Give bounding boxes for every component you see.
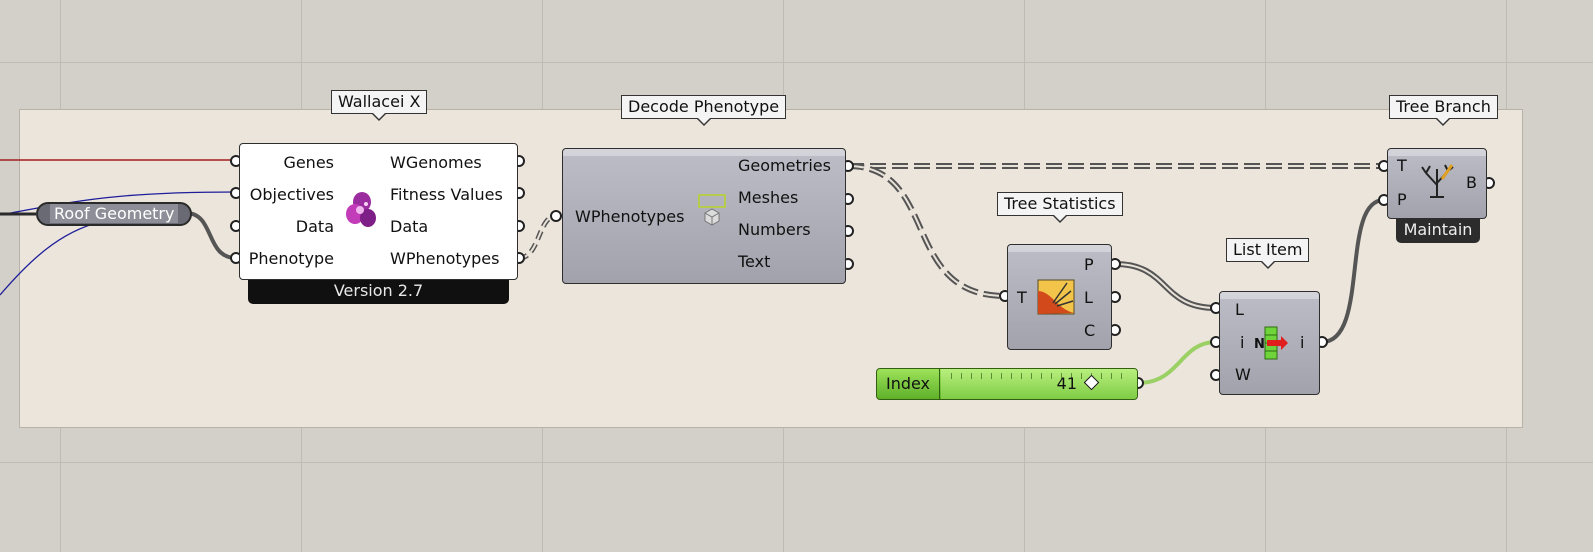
decode-cube-icon: [698, 194, 726, 226]
wire-item-branch: [1321, 198, 1385, 344]
tree-branch-input-t[interactable]: T: [1397, 156, 1407, 175]
index-slider-label: Index: [877, 369, 940, 399]
decode-output-meshes[interactable]: Meshes: [738, 188, 799, 207]
wire-geometries-stats: [847, 163, 1006, 299]
wallacei-output-wgenomes[interactable]: WGenomes: [390, 153, 482, 172]
wire-wphenotypes: [518, 213, 557, 261]
tree-statistics-tag: Tree Statistics: [997, 192, 1123, 223]
wallacei-output-data[interactable]: Data: [390, 217, 429, 236]
grid-line: [0, 462, 1593, 463]
decode-output-geometries[interactable]: Geometries: [738, 156, 831, 175]
grid-line: [0, 62, 1593, 63]
wire-roof-phenotype: [185, 211, 237, 260]
decode-tag: Decode Phenotype: [621, 95, 787, 126]
list-item-input-w[interactable]: W: [1235, 365, 1251, 384]
decode-output-numbers[interactable]: Numbers: [738, 220, 811, 239]
tree-branch-input-p[interactable]: P: [1397, 190, 1407, 209]
wallacei-input-objectives[interactable]: Objectives: [249, 185, 334, 204]
index-slider-value: 41: [1056, 374, 1077, 393]
wallacei-tag: Wallacei X: [331, 90, 428, 121]
tree-statistics-input-t[interactable]: T: [1017, 288, 1027, 307]
slider-ticks: [951, 373, 1127, 379]
index-slider-track[interactable]: 41: [941, 369, 1137, 399]
decode-phenotype-component[interactable]: WPhenotypes Geometries Meshes Numbers Te…: [562, 148, 846, 284]
wire-data-in: [0, 221, 101, 296]
roof-geometry-param[interactable]: Roof Geometry: [36, 202, 193, 226]
list-item-input-l[interactable]: L: [1235, 300, 1244, 319]
list-item-output-i[interactable]: i: [1300, 333, 1305, 352]
roof-geometry-label: Roof Geometry: [50, 204, 179, 223]
wallacei-input-data[interactable]: Data: [295, 217, 334, 236]
tree-statistics-icon: [1037, 279, 1075, 315]
tree-branch-component[interactable]: T P B: [1387, 148, 1487, 219]
svg-text:N: N: [1254, 337, 1265, 352]
list-item-icon: N: [1254, 326, 1288, 360]
tree-statistics-component[interactable]: T P L C: [1007, 244, 1112, 350]
tree-branch-icon: [1421, 164, 1454, 198]
list-item-component[interactable]: L i W i N: [1219, 291, 1320, 395]
decode-input-wphenotypes[interactable]: WPhenotypes: [575, 207, 685, 226]
list-item-input-i[interactable]: i: [1240, 333, 1245, 352]
wire-objectives: [0, 191, 237, 216]
index-number-slider[interactable]: Index 41: [876, 368, 1138, 400]
wallacei-input-genes[interactable]: Genes: [283, 153, 334, 172]
tree-statistics-output-p[interactable]: P: [1084, 255, 1094, 274]
wallacei-output-wphenotypes[interactable]: WPhenotypes: [390, 249, 500, 268]
tree-statistics-output-c[interactable]: C: [1084, 321, 1096, 340]
tree-branch-maintain-footer: Maintain: [1396, 219, 1480, 243]
wallacei-input-phenotype[interactable]: Phenotype: [248, 249, 334, 268]
list-item-tag: List Item: [1226, 238, 1310, 269]
wallacei-component[interactable]: Genes Objectives Data Phenotype WGenomes…: [239, 143, 518, 280]
wallacei-output-fitness[interactable]: Fitness Values: [390, 185, 503, 204]
decode-output-text[interactable]: Text: [738, 252, 771, 271]
wallacei-flower-icon: [346, 192, 376, 227]
tree-branch-tag: Tree Branch: [1389, 95, 1498, 126]
tree-branch-output-b[interactable]: B: [1466, 173, 1477, 192]
wallacei-version-footer: Version 2.7: [248, 280, 509, 304]
tree-statistics-output-l[interactable]: L: [1084, 288, 1093, 307]
wire-index: [1137, 340, 1217, 385]
